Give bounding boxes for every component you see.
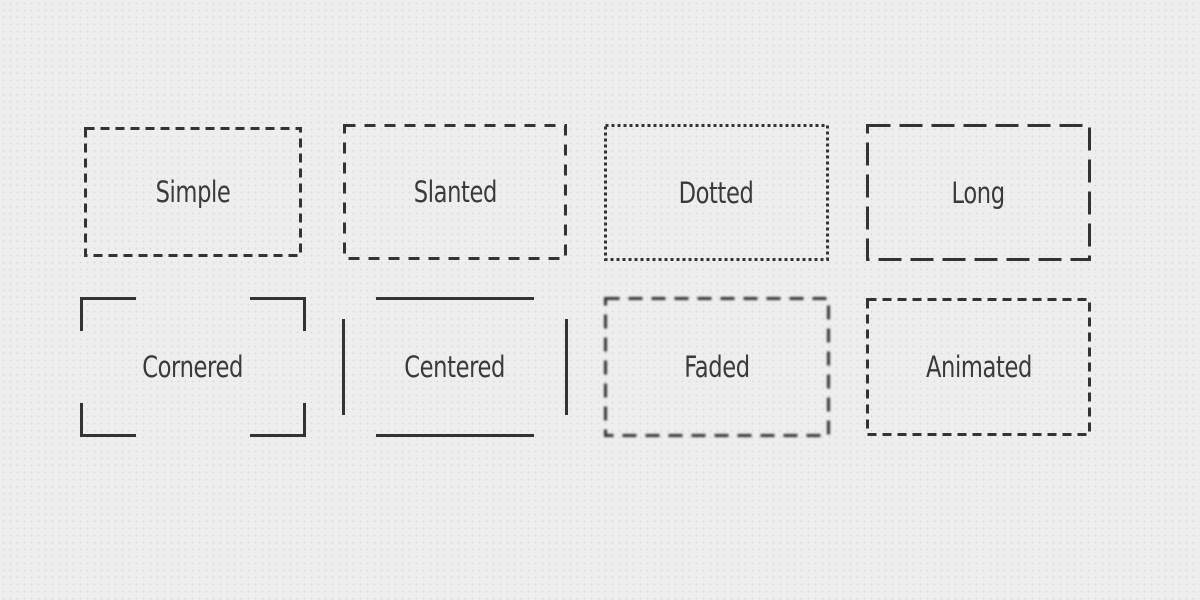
dotted-frame xyxy=(604,124,829,261)
slanted-border-tile: Slanted xyxy=(343,124,567,260)
corner-brackets-frame xyxy=(80,297,306,437)
dotted-label: Dotted xyxy=(679,175,754,210)
cornered-border-tile: Cornered xyxy=(80,297,306,437)
cornered-label: Cornered xyxy=(142,350,244,384)
slanted-label: Slanted xyxy=(413,175,497,209)
faded-label: Faded xyxy=(684,350,750,384)
centered-border-tile: Centered xyxy=(342,297,568,437)
animated-border-tile: Animated xyxy=(866,298,1091,436)
long-dashed-frame xyxy=(866,124,1091,261)
centered-label: Centered xyxy=(404,350,506,384)
faded-dashed-frame xyxy=(604,297,830,437)
simple-label: Simple xyxy=(155,175,231,209)
animated-dashed-frame xyxy=(866,298,1091,436)
dotted-border-tile: Dotted xyxy=(604,124,829,261)
faded-border-tile: Faded xyxy=(604,297,830,437)
animated-label: Animated xyxy=(925,350,1032,384)
centered-lines-frame xyxy=(342,297,568,437)
slanted-dashed-frame xyxy=(343,124,567,260)
simple-dashed-frame xyxy=(84,127,302,257)
simple-border-tile: Simple xyxy=(84,127,302,257)
long-label: Long xyxy=(951,175,1006,210)
long-border-tile: Long xyxy=(866,124,1091,261)
